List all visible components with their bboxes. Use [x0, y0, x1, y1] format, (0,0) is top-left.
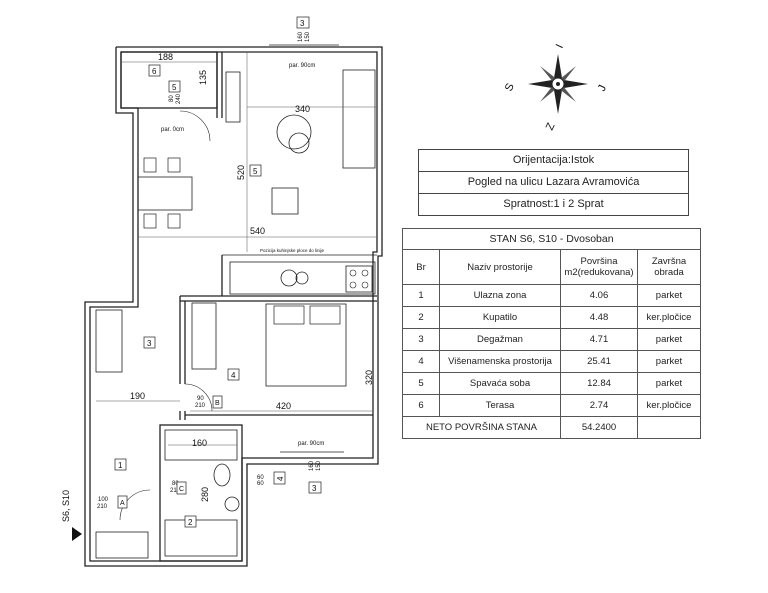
- info-box: Orijentacija:Istok Pogled na ulicu Lazar…: [418, 149, 689, 216]
- entry-arrow: [72, 527, 82, 541]
- room-5-balcony: 5: [172, 83, 177, 92]
- dim-190: 190: [130, 391, 145, 401]
- row-finish: parket: [637, 284, 701, 307]
- door-bedroom-h: 210: [195, 403, 206, 409]
- row-finish: parket: [637, 372, 701, 395]
- room-4: 4: [231, 371, 236, 380]
- room-2: 2: [188, 518, 193, 527]
- compass-south: Z: [544, 121, 558, 132]
- row-name: Spavaća soba: [439, 372, 561, 395]
- row-area: 25.41: [560, 350, 638, 373]
- dim-280: 280: [200, 487, 210, 502]
- view-text: Pogled na ulicu Lazara Avramovića: [419, 172, 688, 194]
- room-3: 3: [147, 339, 152, 348]
- row-br: 1: [402, 284, 440, 307]
- door-entry-h: 210: [97, 504, 108, 510]
- parapet-top: par. 90cm: [289, 63, 315, 69]
- win-small-h: 60: [257, 481, 264, 487]
- row-area: 2.74: [560, 394, 638, 417]
- header-name: Naziv prostorije: [439, 249, 561, 285]
- win-small-w: 60: [257, 475, 264, 481]
- win-top-h: 150: [305, 31, 311, 42]
- orientation-text: Orijentacija:Istok: [419, 150, 688, 172]
- room-6: 6: [152, 67, 157, 76]
- win-right-h: 150: [316, 460, 322, 471]
- row-finish: ker.pločice: [637, 306, 701, 329]
- door-bedroom-w: 90: [197, 396, 204, 402]
- section-mark-side: 4: [276, 476, 285, 481]
- row-area: 4.71: [560, 328, 638, 351]
- kitchen-note: Pozicija kuhinjske ploce do linije: [260, 248, 325, 253]
- row-name: Degažman: [439, 328, 561, 351]
- header-finish: Završna obrada: [637, 249, 701, 285]
- room-5: 5: [253, 167, 258, 176]
- header-area: Površina m2(redukovana): [560, 249, 638, 285]
- floors-text: Spratnost:1 i 2 Sprat: [503, 198, 604, 210]
- row-name: Terasa: [439, 394, 561, 417]
- row-name: Ulazna zona: [439, 284, 561, 307]
- row-br: 6: [402, 394, 440, 417]
- door-balcony-w: 80: [169, 95, 175, 102]
- total-empty: [637, 416, 701, 439]
- dim-520: 520: [236, 165, 246, 180]
- door-balcony-h: 240: [176, 93, 182, 104]
- row-finish: parket: [637, 350, 701, 373]
- row-br: 3: [402, 328, 440, 351]
- door-tag-c: C: [179, 486, 184, 493]
- row-name: Kupatilo: [439, 306, 561, 329]
- dim-540: 540: [250, 226, 265, 236]
- room-1: 1: [118, 461, 123, 470]
- compass-north: I: [554, 42, 566, 50]
- total-value: 54.2400: [560, 416, 638, 439]
- header-br: Br: [402, 249, 440, 285]
- row-area: 12.84: [560, 372, 638, 395]
- row-br: 5: [402, 372, 440, 395]
- row-br: 2: [402, 306, 440, 329]
- unit-label: S6, S10: [61, 490, 71, 522]
- dim-340: 340: [295, 104, 310, 114]
- door-tag-b: B: [215, 400, 220, 407]
- compass-icon: [528, 54, 588, 114]
- parapet-right: par. 90cm: [298, 441, 324, 447]
- dim-420: 420: [276, 401, 291, 411]
- table-title: STAN S6, S10 - Dvosoban: [402, 228, 701, 250]
- section-mark-top: 3: [300, 19, 305, 28]
- row-area: 4.48: [560, 306, 638, 329]
- row-finish: parket: [637, 328, 701, 351]
- parapet-balcony: par. 0cm: [161, 127, 184, 133]
- win-right-w: 160: [309, 460, 315, 471]
- door-bath-h: 210: [170, 488, 181, 494]
- dim-135: 135: [198, 70, 208, 85]
- row-area: 4.06: [560, 284, 638, 307]
- door-tag-a: A: [120, 500, 125, 507]
- section-mark-bottom: 3: [312, 484, 317, 493]
- row-name: Višenamenska prostorija: [439, 350, 561, 373]
- door-entry-w: 100: [98, 497, 109, 503]
- rooms-table: STAN S6, S10 - Dvosoban Br Naziv prostor…: [402, 228, 701, 439]
- dim-320: 320: [364, 370, 374, 385]
- compass-west: S: [503, 82, 517, 94]
- row-finish: ker.pločice: [637, 394, 701, 417]
- total-label: NETO POVRŠINA STANA: [402, 416, 561, 439]
- dim-160: 160: [192, 438, 207, 448]
- row-br: 4: [402, 350, 440, 373]
- win-top-w: 160: [298, 31, 304, 42]
- dim-188: 188: [158, 52, 173, 62]
- compass-east: J: [596, 83, 609, 93]
- door-bath-w: 80: [172, 481, 179, 487]
